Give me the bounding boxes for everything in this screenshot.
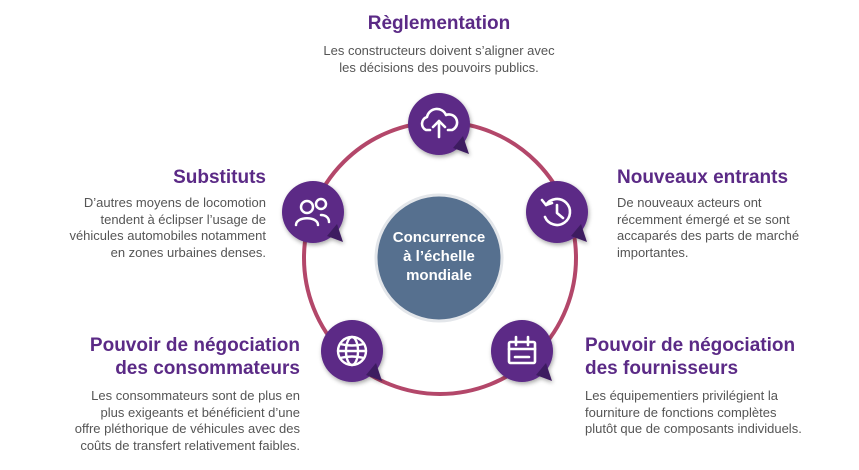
hub-line-1: Concurrence xyxy=(392,228,486,246)
users-icon xyxy=(294,197,331,227)
badge-fournisseurs xyxy=(491,320,553,382)
badge-substituts xyxy=(282,181,344,243)
substituts-title: Substituts xyxy=(173,167,266,188)
calendar-icon xyxy=(507,335,537,365)
substituts-description: D’autres moyens de locomotion tendent à … xyxy=(69,195,266,260)
hub-circle xyxy=(374,193,504,323)
reglementation-description: Les constructeurs doivent s’aligner avec… xyxy=(323,43,555,75)
fournisseurs-title: Pouvoir de négociation des fournisseurs xyxy=(585,335,796,379)
force-reglementation: Règlementation Les constructeurs doivent… xyxy=(289,12,589,76)
hub-label: Concurrence à l’échelle mondiale xyxy=(367,193,511,319)
force-substituts: Substituts D’autres moyens de locomotion… xyxy=(20,166,266,261)
force-fournisseurs: Pouvoir de négociation des fournisseurs … xyxy=(585,334,855,438)
cloud-upload-icon xyxy=(420,107,459,139)
hub-line-2: à l’échelle xyxy=(403,247,475,265)
nouveaux-entrants-description: De nouveaux acteurs ont récemment émergé… xyxy=(617,195,800,260)
consommateurs-title: Pouvoir de négociation des consommateurs xyxy=(89,335,300,379)
clock-history-icon xyxy=(540,197,572,227)
consommateurs-description: Les consommateurs sont de plus en plus e… xyxy=(74,388,300,453)
force-nouveaux-entrants: Nouveaux entrants De nouveaux acteurs on… xyxy=(617,166,852,261)
hub-line-3: mondiale xyxy=(406,266,472,284)
fournisseurs-description: Les équipementiers privilégient la fourn… xyxy=(585,388,802,436)
globe-icon xyxy=(336,335,368,367)
nouveaux-entrants-title: Nouveaux entrants xyxy=(617,167,789,188)
reglementation-title: Règlementation xyxy=(367,13,511,34)
force-consommateurs: Pouvoir de négociation des consommateurs… xyxy=(20,334,300,454)
